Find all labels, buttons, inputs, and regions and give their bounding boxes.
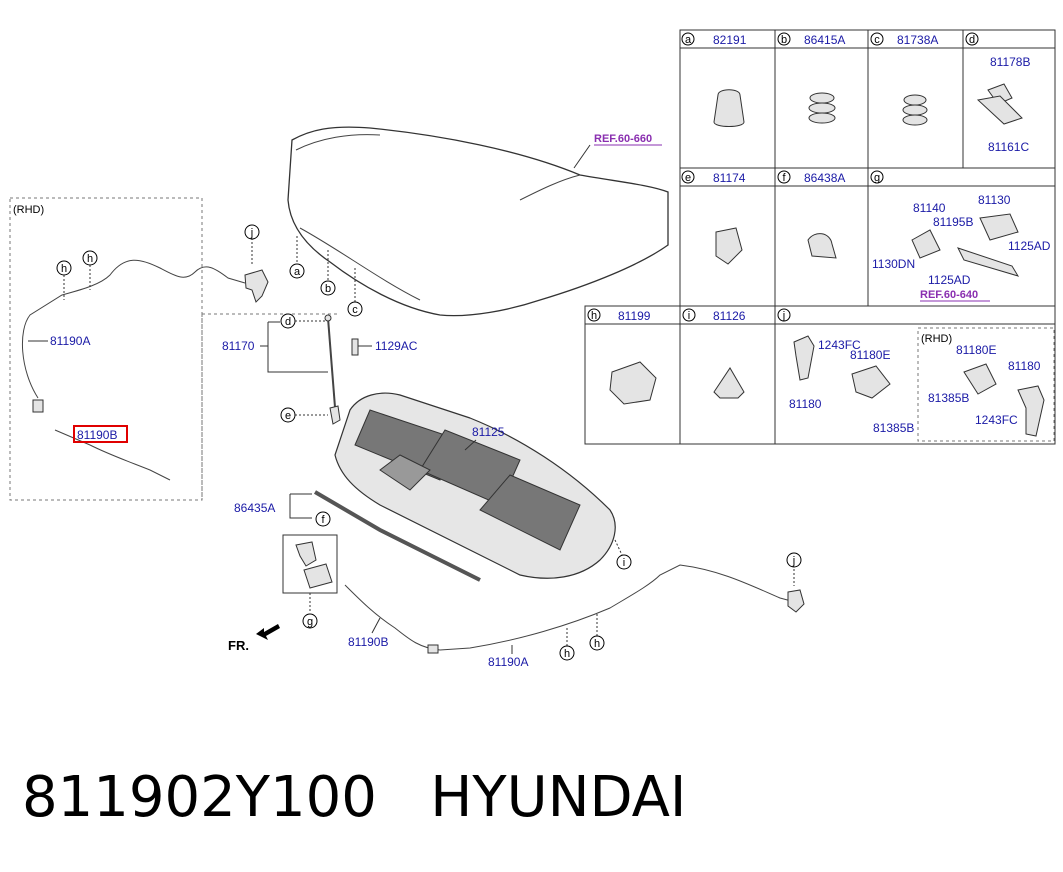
grid-part-81738A: 81738A xyxy=(897,33,938,47)
circle-g: g xyxy=(307,616,313,628)
circle-i: i xyxy=(623,557,625,569)
grid-part-81180E-rhd: 81180E xyxy=(956,343,996,357)
grid-part-81130: 81130 xyxy=(978,193,1011,207)
grid-part-86415A: 86415A xyxy=(804,33,845,47)
grid-circle-c: c xyxy=(874,34,880,46)
circle-d: d xyxy=(285,316,291,328)
hood-stay-rod xyxy=(327,317,337,421)
left-cable-81190B xyxy=(54,429,171,481)
hood-panel xyxy=(287,126,669,317)
circle-c: c xyxy=(352,304,358,316)
grid-circle-d: d xyxy=(969,34,975,46)
grid-circle-f: f xyxy=(782,172,786,184)
grid-part-81180-rhd: 81180 xyxy=(1008,359,1041,373)
grid-circle-h: h xyxy=(591,310,597,322)
bumper-86415A xyxy=(808,92,836,124)
circle-h-bottom1: h xyxy=(564,648,570,660)
circle-h-bottom2: h xyxy=(594,638,600,650)
label-81190A-bottom: 81190A xyxy=(488,655,528,669)
rhd-label-right: (RHD) xyxy=(921,333,952,345)
label-fr: FR. xyxy=(228,638,249,653)
highlight-box-81190B xyxy=(73,425,128,443)
footer-part-number: 811902Y100 xyxy=(22,765,377,830)
label-81170: 81170 xyxy=(222,339,255,353)
rhd-detail-box-right xyxy=(917,327,1055,442)
latch-assembly-81130 xyxy=(911,213,1020,277)
grid-part-81385B: 81385B xyxy=(873,421,914,435)
label-1129AC: 1129AC xyxy=(375,339,418,353)
grid-circle-g: g xyxy=(874,172,880,184)
label-81190A-left: 81190A xyxy=(50,334,90,348)
circle-j-bottom: j xyxy=(792,555,795,567)
grid-part-82191: 82191 xyxy=(713,33,747,47)
grid-part-1130DN: 1130DN xyxy=(872,257,915,271)
bumper-81738A xyxy=(902,94,928,126)
footer-part-info: 811902Y100 HYUNDAI xyxy=(22,765,686,830)
clip-81126 xyxy=(713,367,745,399)
clip-86438A xyxy=(807,233,837,259)
bolt-1129AC xyxy=(351,338,359,356)
grid-part-81174: 81174 xyxy=(713,171,746,185)
grid-part-81195B: 81195B xyxy=(933,215,973,229)
grid-part-86438A: 86438A xyxy=(804,171,845,185)
grid-part-81385B-rhd: 81385B xyxy=(928,391,969,405)
parts-diagram: (RHD) j h h 81190A 81190B REF.60-660 a b… xyxy=(9,29,1056,669)
bracket-81199 xyxy=(609,361,657,405)
grid-part-81180: 81180 xyxy=(789,397,822,411)
circle-h-left1: h xyxy=(61,263,67,275)
grid-part-81161C: 81161C xyxy=(988,140,1029,154)
grid-part-1125AD-b: 1125AD xyxy=(928,273,971,287)
bottom-cable xyxy=(344,564,796,651)
grid-circle-j: j xyxy=(782,310,785,322)
grid-part-1243FC: 1243FC xyxy=(818,338,861,352)
grid-part-81178B: 81178B xyxy=(990,55,1030,69)
bumper-82191 xyxy=(713,89,745,127)
grid-ref-60-640: REF.60-640 xyxy=(920,289,978,301)
grid-part-1125AD-a: 1125AD xyxy=(1008,239,1051,253)
grid-circle-e: e xyxy=(685,172,691,184)
label-81190B-left: 81190B xyxy=(77,428,117,442)
cable-end xyxy=(32,399,44,413)
grid-part-81126: 81126 xyxy=(713,309,746,323)
circle-a: a xyxy=(294,266,301,278)
grid-part-81180E: 81180E xyxy=(850,348,890,362)
seal-strip-86435A xyxy=(313,490,481,582)
release-handle-81180-rhd xyxy=(963,363,1045,437)
left-release-handle xyxy=(244,269,269,303)
circle-b: b xyxy=(325,283,331,295)
rhd-label-left: (RHD) xyxy=(13,204,44,216)
bracket-81178B xyxy=(976,83,1023,125)
circle-h-left2: h xyxy=(87,253,93,265)
label-81125: 81125 xyxy=(472,425,505,439)
label-86435A: 86435A xyxy=(234,501,275,515)
circle-j-left: j xyxy=(250,227,253,239)
grid-part-1243FC-rhd: 1243FC xyxy=(975,413,1018,427)
circle-e: e xyxy=(285,410,291,422)
clip-81174 xyxy=(715,227,743,265)
release-handle-81180 xyxy=(793,335,891,399)
bottom-release-handle xyxy=(787,589,805,613)
grid-part-81199: 81199 xyxy=(618,309,651,323)
circle-f: f xyxy=(321,514,325,526)
grid-part-81140: 81140 xyxy=(913,201,946,215)
footer-brand: HYUNDAI xyxy=(430,765,687,830)
grid-circle-i: i xyxy=(688,310,690,322)
front-arrow-icon xyxy=(256,624,280,640)
grid-circle-b: b xyxy=(781,34,787,46)
ref-hood: REF.60-660 xyxy=(594,133,652,145)
rhd-detail-box xyxy=(9,197,203,501)
label-81190B-bottom: 81190B xyxy=(348,635,388,649)
left-cable-81190A xyxy=(21,259,246,399)
grid-circle-a: a xyxy=(685,34,692,46)
